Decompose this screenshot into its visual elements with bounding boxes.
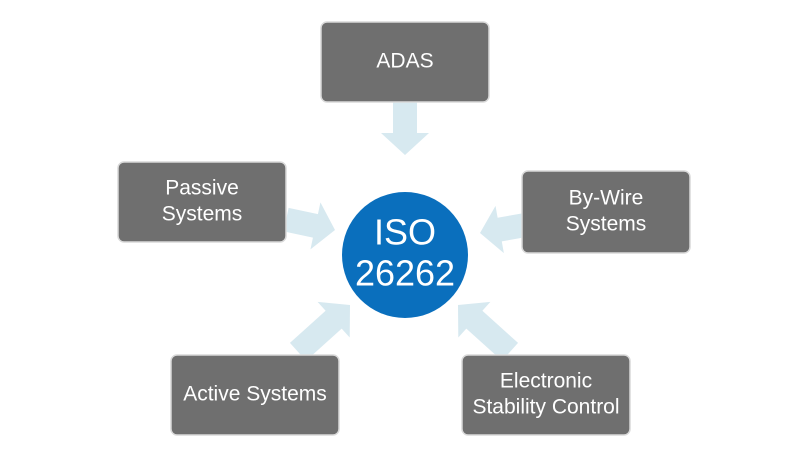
arrow-shape — [480, 205, 527, 254]
node-electronic-stability-control: Electronic Stability Control — [461, 354, 631, 436]
node-esc-label-line1: Electronic — [500, 370, 592, 393]
node-box — [461, 354, 631, 436]
node-bywire-label-line1: By-Wire — [569, 187, 644, 210]
node-box — [170, 354, 340, 436]
node-active-label: Active Systems — [183, 383, 327, 406]
node-active-systems: Active Systems — [170, 354, 340, 436]
node-passive-label-line2: Systems — [162, 203, 243, 226]
node-box — [117, 161, 287, 243]
arrow-passive-to-hub — [283, 202, 335, 250]
node-adas: ADAS — [320, 21, 490, 103]
node-box — [521, 170, 691, 254]
node-passive-label-line1: Passive — [165, 177, 239, 200]
node-bywire-label-line2: Systems — [566, 213, 647, 236]
arrow-shape — [458, 301, 519, 361]
arrow-adas-to-hub — [381, 100, 429, 155]
node-box — [320, 21, 490, 103]
hub-circle — [342, 192, 468, 318]
arrow-shape — [283, 202, 335, 250]
hub-label-line2: 26262 — [355, 253, 455, 294]
node-by-wire-systems: By-Wire Systems — [521, 170, 691, 254]
hub-iso-26262: ISO 26262 — [342, 192, 468, 318]
arrow-bywire-to-hub — [480, 205, 527, 254]
node-passive-systems: Passive Systems — [117, 161, 287, 243]
arrow-shape — [381, 100, 429, 155]
hub-label-line1: ISO — [374, 212, 436, 253]
arrow-active-to-hub — [289, 301, 350, 361]
node-adas-label: ADAS — [376, 50, 433, 73]
arrow-esc-to-hub — [458, 301, 519, 361]
arrow-shape — [289, 301, 350, 361]
node-esc-label-line2: Stability Control — [472, 396, 619, 419]
